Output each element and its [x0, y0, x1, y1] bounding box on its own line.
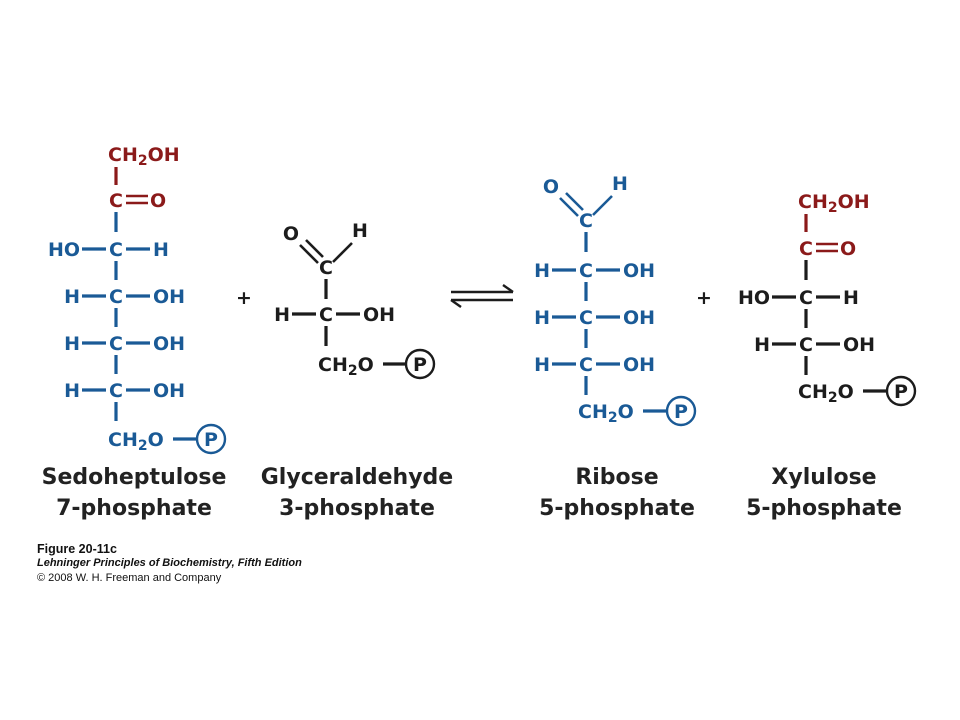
- atom-label: H: [612, 173, 628, 195]
- bond: [299, 244, 319, 264]
- phosphate-icon: P: [195, 423, 227, 455]
- atom-label: H: [352, 220, 368, 242]
- plus-sign: +: [236, 287, 252, 309]
- atom-label: O: [150, 190, 166, 212]
- molecule-name-line1: Glyceraldehyde: [261, 465, 453, 490]
- atom-label: C: [579, 354, 593, 376]
- atom-label: OH: [153, 380, 185, 402]
- molecule-name-line2: 5-phosphate: [539, 496, 695, 521]
- atom-label: H: [64, 286, 80, 308]
- equilibrium-arrow-icon: [450, 284, 514, 308]
- svg-text:P: P: [894, 381, 908, 403]
- atom-label: C: [799, 238, 813, 260]
- atom-label: OH: [623, 307, 655, 329]
- phosphate-icon: P: [404, 348, 436, 380]
- phosphate-icon: P: [665, 395, 697, 427]
- plus-sign: +: [696, 287, 712, 309]
- atom-label: C: [579, 260, 593, 282]
- atom-label: OH: [153, 333, 185, 355]
- atom-label: C: [109, 239, 123, 261]
- atom-label: HO: [48, 239, 80, 261]
- atom-label: OH: [623, 354, 655, 376]
- figure-number: Figure 20-11c: [37, 542, 117, 556]
- phosphate-icon: P: [885, 375, 917, 407]
- atom-label: C: [579, 307, 593, 329]
- atom-label: C: [109, 190, 123, 212]
- copyright-notice: © 2008 W. H. Freeman and Company: [37, 572, 222, 584]
- atom-label: C: [109, 333, 123, 355]
- atom-label: CH2OH: [798, 191, 870, 216]
- atom-label: CH2O: [318, 354, 374, 379]
- atom-label: H: [534, 260, 550, 282]
- atom-label: CH2O: [108, 429, 164, 454]
- molecule-name: Sedoheptulose 7-phosphate: [42, 465, 227, 521]
- atom-label: O: [543, 176, 559, 198]
- bond: [332, 242, 353, 263]
- atom-label: H: [64, 333, 80, 355]
- bond: [592, 195, 613, 216]
- molecule-name: Glyceraldehyde 3-phosphate: [261, 465, 453, 521]
- molecule-name-line2: 5-phosphate: [746, 496, 902, 521]
- atom-label: OH: [623, 260, 655, 282]
- book-title: Lehninger Principles of Biochemistry, Fi…: [37, 557, 302, 569]
- molecule-name-line1: Xylulose: [771, 465, 876, 490]
- atom-label: C: [319, 257, 333, 279]
- bond: [502, 284, 514, 293]
- molecule-name-line2: 7-phosphate: [56, 496, 212, 521]
- atom-label: C: [579, 210, 593, 232]
- atom-label: OH: [363, 304, 395, 326]
- molecule-name: Ribose 5-phosphate: [539, 465, 695, 521]
- atom-label: C: [799, 334, 813, 356]
- atom-label: CH2O: [798, 381, 854, 406]
- atom-label: H: [64, 380, 80, 402]
- atom-label: OH: [153, 286, 185, 308]
- atom-label: CH2OH: [108, 144, 180, 169]
- molecule-name-line1: Ribose: [575, 465, 658, 490]
- bond: [559, 197, 579, 217]
- molecule-name: Xylulose 5-phosphate: [746, 465, 902, 521]
- atom-label: O: [840, 238, 856, 260]
- atom-label: H: [534, 354, 550, 376]
- atom-label: H: [274, 304, 290, 326]
- svg-text:P: P: [674, 401, 688, 423]
- atom-label: H: [153, 239, 169, 261]
- atom-label: C: [799, 287, 813, 309]
- atom-label: H: [754, 334, 770, 356]
- molecule-name-line2: 3-phosphate: [279, 496, 435, 521]
- atom-label: C: [109, 286, 123, 308]
- svg-text:P: P: [413, 354, 427, 376]
- atom-label: C: [319, 304, 333, 326]
- bond: [450, 299, 462, 308]
- atom-label: H: [843, 287, 859, 309]
- atom-label: H: [534, 307, 550, 329]
- molecule-name-line1: Sedoheptulose: [42, 465, 227, 490]
- atom-label: O: [283, 223, 299, 245]
- atom-label: CH2O: [578, 401, 634, 426]
- bond: [305, 239, 324, 258]
- atom-label: OH: [843, 334, 875, 356]
- bond: [565, 192, 584, 211]
- svg-text:P: P: [204, 429, 218, 451]
- atom-label: HO: [738, 287, 770, 309]
- atom-label: C: [109, 380, 123, 402]
